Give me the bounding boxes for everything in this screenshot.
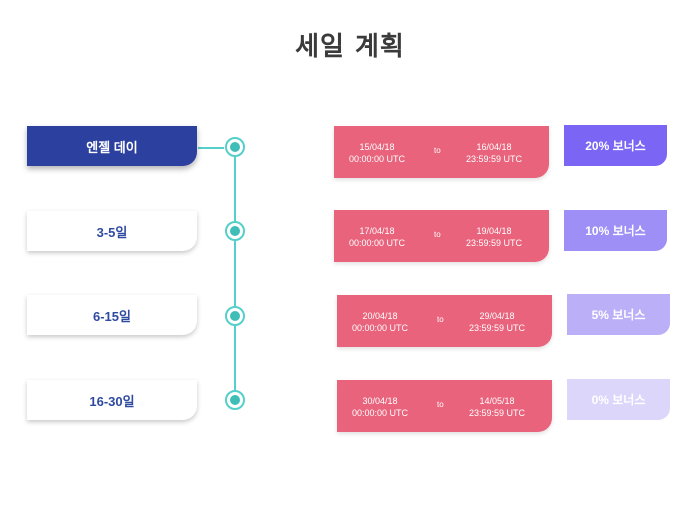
end-time: 23:59:59 UTC bbox=[465, 238, 523, 248]
period-card-3: 20/04/18 00:00:00 UTC to 29/04/18 23:59:… bbox=[337, 295, 552, 347]
end-date: 19/04/18 bbox=[476, 226, 512, 236]
start-time: 00:00:00 UTC bbox=[348, 238, 406, 248]
start-date: 20/04/18 bbox=[362, 311, 398, 321]
period-start: 15/04/18 00:00:00 UTC bbox=[337, 141, 417, 165]
period-end: 16/04/18 23:59:59 UTC bbox=[454, 141, 534, 165]
timeline-node-2 bbox=[225, 221, 245, 241]
period-to-label: to bbox=[434, 146, 441, 155]
period-card-2: 17/04/18 00:00:00 UTC to 19/04/18 23:59:… bbox=[334, 210, 549, 262]
period-card-4: 30/04/18 00:00:00 UTC to 14/05/18 23:59:… bbox=[337, 380, 552, 432]
start-date: 17/04/18 bbox=[359, 226, 395, 236]
period-start: 30/04/18 00:00:00 UTC bbox=[340, 395, 420, 419]
start-date: 15/04/18 bbox=[359, 142, 395, 152]
end-date: 16/04/18 bbox=[476, 142, 512, 152]
timeline-node-1 bbox=[225, 137, 245, 157]
start-time: 00:00:00 UTC bbox=[351, 408, 409, 418]
period-end: 19/04/18 23:59:59 UTC bbox=[454, 225, 534, 249]
end-date: 29/04/18 bbox=[479, 311, 515, 321]
period-to-label: to bbox=[437, 315, 444, 324]
end-time: 23:59:59 UTC bbox=[468, 408, 526, 418]
end-date: 14/05/18 bbox=[479, 396, 515, 406]
bonus-badge-5: 5% 보너스 bbox=[567, 294, 670, 335]
bonus-badge-10: 10% 보너스 bbox=[564, 210, 667, 251]
phase-6-15[interactable]: 6-15일 bbox=[27, 295, 197, 335]
timeline-node-3 bbox=[225, 306, 245, 326]
page-title: 세일 계획 bbox=[295, 32, 405, 62]
timeline-line bbox=[234, 147, 236, 400]
timeline-node-4 bbox=[225, 390, 245, 410]
period-to-label: to bbox=[437, 400, 444, 409]
start-time: 00:00:00 UTC bbox=[348, 154, 406, 164]
end-time: 23:59:59 UTC bbox=[465, 154, 523, 164]
phase-3-5[interactable]: 3-5일 bbox=[27, 211, 197, 251]
period-to-label: to bbox=[434, 230, 441, 239]
period-end: 14/05/18 23:59:59 UTC bbox=[457, 395, 537, 419]
period-start: 17/04/18 00:00:00 UTC bbox=[337, 225, 417, 249]
phase-angel-day[interactable]: 엔젤 데이 bbox=[27, 126, 197, 166]
start-time: 00:00:00 UTC bbox=[351, 323, 409, 333]
period-start: 20/04/18 00:00:00 UTC bbox=[340, 310, 420, 334]
period-end: 29/04/18 23:59:59 UTC bbox=[457, 310, 537, 334]
end-time: 23:59:59 UTC bbox=[468, 323, 526, 333]
phase-16-30[interactable]: 16-30일 bbox=[27, 380, 197, 420]
start-date: 30/04/18 bbox=[362, 396, 398, 406]
bonus-badge-20: 20% 보너스 bbox=[564, 125, 667, 166]
timeline-connector bbox=[198, 147, 224, 149]
period-card-1: 15/04/18 00:00:00 UTC to 16/04/18 23:59:… bbox=[334, 126, 549, 178]
bonus-badge-0: 0% 보너스 bbox=[567, 379, 670, 420]
